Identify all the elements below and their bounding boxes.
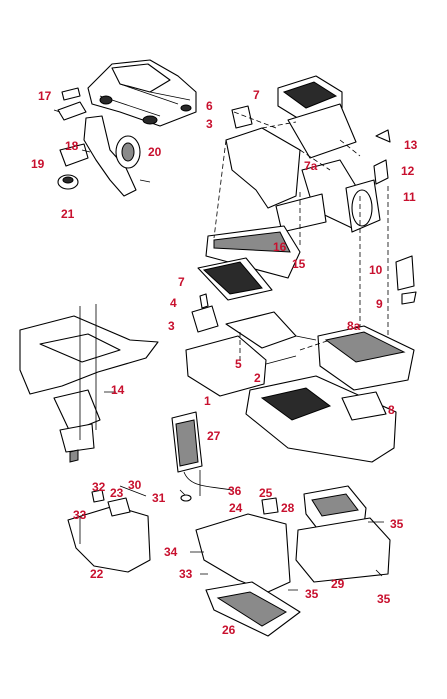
callout-7: 7: [253, 88, 260, 102]
callout-29: 29: [331, 577, 345, 591]
callout-22: 22: [90, 567, 104, 581]
console-left-parts: [53, 87, 151, 197]
callout-32: 32: [92, 480, 106, 494]
callout-17: 17: [38, 89, 52, 103]
bracket-center: [190, 497, 301, 637]
callout-11: 11: [403, 190, 416, 204]
callout-33b: 33: [179, 567, 193, 581]
callout-10: 10: [369, 263, 383, 277]
callout-7b: 7: [178, 275, 185, 289]
callout-31: 31: [152, 491, 166, 505]
callout-5: 5: [235, 357, 242, 371]
callout-2: 2: [254, 371, 261, 385]
callout-30: 30: [128, 478, 142, 492]
callout-14: 14: [111, 383, 125, 397]
callout-24: 24: [229, 501, 243, 515]
callout-19: 19: [31, 157, 45, 171]
bracket-left: [67, 485, 151, 573]
callout-16: 16: [273, 240, 287, 254]
callout-33: 33: [73, 508, 87, 522]
callout-35b: 35: [305, 587, 319, 601]
car-illustration: [87, 59, 197, 127]
callout-18: 18: [65, 139, 79, 153]
floor-pan-assembly: [19, 304, 159, 463]
callout-8: 8: [388, 403, 395, 417]
callout-7a: 7a: [304, 159, 318, 173]
callout-34: 34: [164, 545, 178, 559]
callout-35c: 35: [377, 592, 391, 606]
callout-23: 23: [110, 486, 124, 500]
callout-4: 4: [170, 296, 177, 310]
callout-35: 35: [390, 517, 404, 531]
armrest-upper-assembly: [197, 75, 417, 360]
console-base-assembly: [185, 293, 415, 463]
callout-20: 20: [148, 145, 162, 159]
callout-15: 15: [292, 257, 306, 271]
callout-1: 1: [204, 394, 211, 408]
electronics-housing: [288, 485, 391, 591]
callout-26: 26: [222, 623, 236, 637]
callout-6: 6: [206, 99, 213, 113]
callout-3b: 3: [168, 319, 175, 333]
callout-8a: 8a: [347, 319, 361, 333]
callout-36: 36: [228, 484, 242, 498]
callout-3: 3: [206, 117, 213, 131]
callout-25: 25: [259, 486, 273, 500]
control-module: [171, 411, 233, 502]
callout-27: 27: [207, 429, 221, 443]
callout-28: 28: [281, 501, 295, 515]
callout-9: 9: [376, 297, 383, 311]
callout-21: 21: [61, 207, 75, 221]
callout-12: 12: [401, 164, 415, 178]
callout-13: 13: [404, 138, 418, 152]
